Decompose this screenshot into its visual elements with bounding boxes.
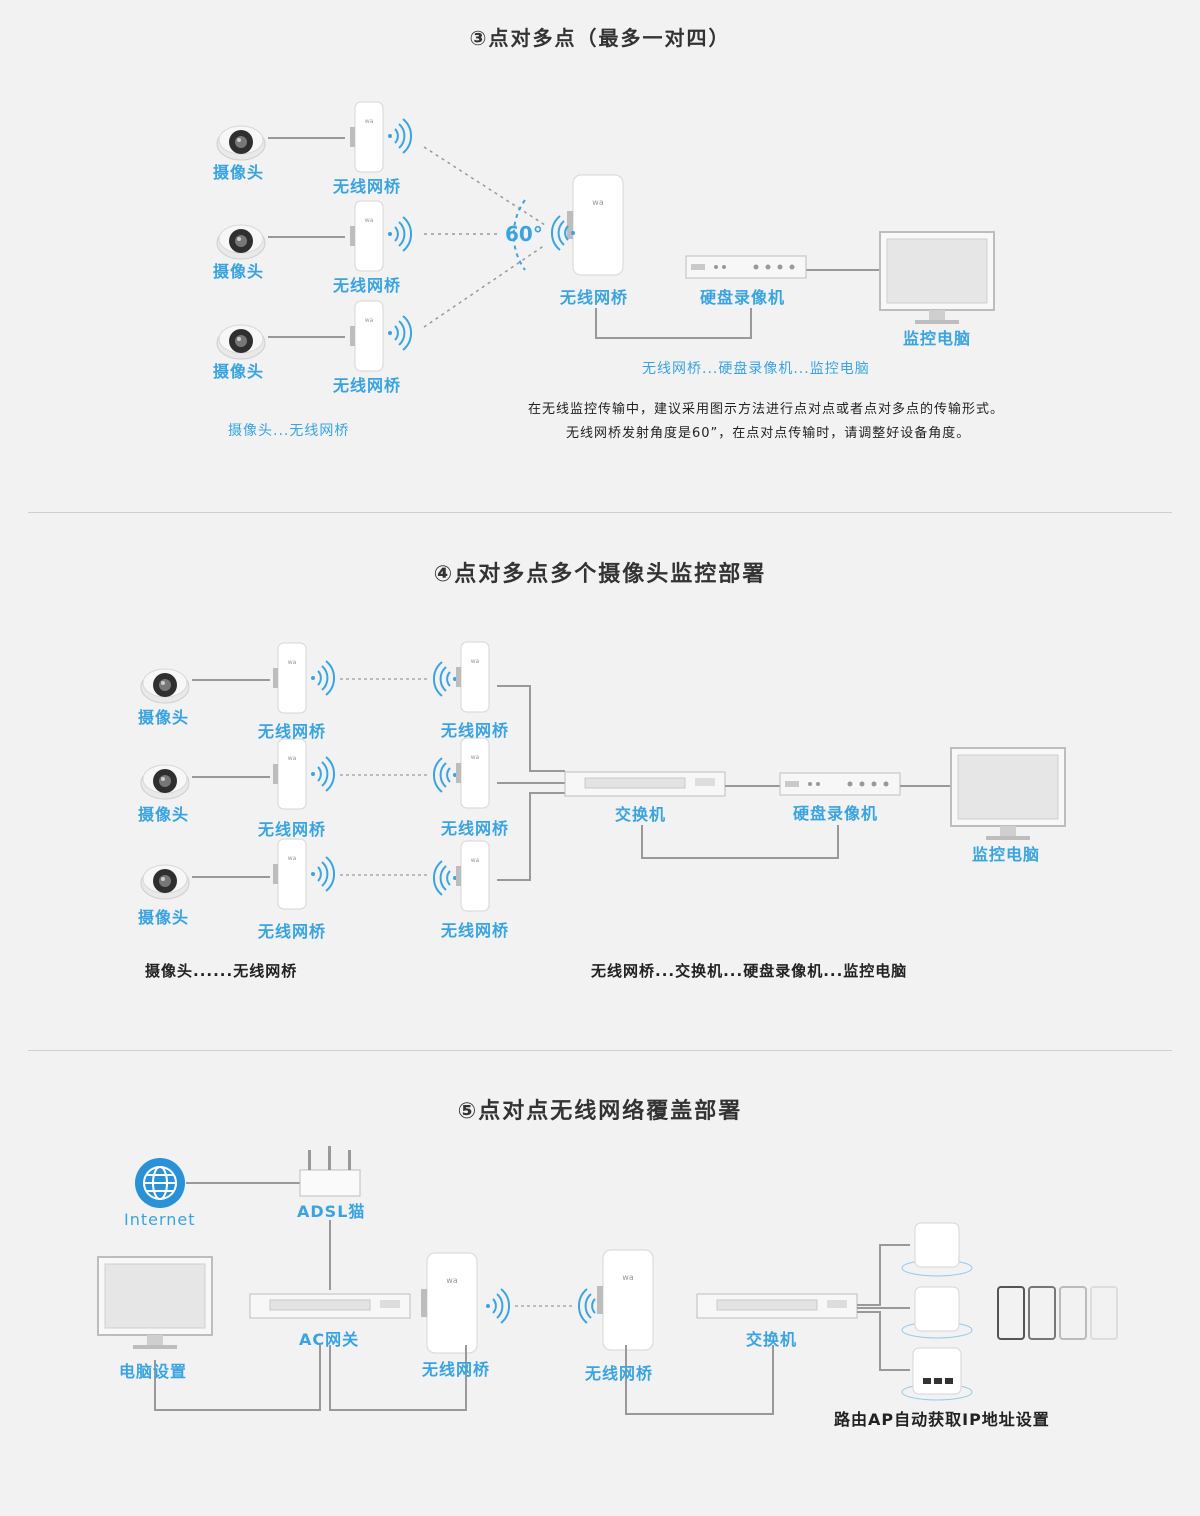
s4-bridge-label-a3: 无线网桥	[258, 922, 327, 941]
divider	[28, 512, 1172, 513]
s4-bridge-a2	[272, 738, 307, 810]
s4-bridge-label-b3: 无线网桥	[441, 921, 510, 940]
s5-bridge-right	[596, 1249, 654, 1351]
s4-bridge-label-a1: 无线网桥	[258, 722, 327, 741]
ap-ceiling-icon	[901, 1222, 973, 1277]
s3-bridge-1	[349, 101, 384, 173]
signal-icon	[485, 1288, 511, 1324]
s4-camera-2	[140, 764, 190, 800]
s3-pc-label: 监控电脑	[903, 329, 972, 348]
s4-switch	[564, 771, 726, 797]
s3-left-caption: 摄像头...无线网桥	[228, 423, 350, 439]
s5-switch-label: 交换机	[746, 1330, 798, 1349]
s4-monitor	[950, 747, 1066, 841]
s4-pc-label: 监控电脑	[972, 845, 1041, 864]
s5-internet-label: Internet	[124, 1210, 196, 1229]
divider	[28, 1050, 1172, 1051]
s3-center-bridge-label: 无线网桥	[560, 288, 629, 307]
s5-bridge-left	[420, 1252, 478, 1354]
s4-left-chain: 摄像头......无线网桥	[145, 962, 298, 980]
ap-wall-icon	[901, 1286, 973, 1339]
s3-camera-3	[216, 324, 266, 360]
signal-icon	[387, 118, 413, 351]
s3-bridge-2	[349, 200, 384, 272]
s4-camera-label-3: 摄像头	[138, 908, 190, 927]
s3-bridge-label-3: 无线网桥	[333, 376, 402, 395]
signal-icon	[310, 660, 336, 892]
s3-bridge-3	[349, 300, 384, 372]
s3-note-line2: 无线网桥发射角度是60”，在点对点传输时，请调整好设备角度。	[566, 426, 971, 441]
phones-icon	[997, 1286, 1118, 1340]
s5-ac-label: AC网关	[299, 1330, 360, 1349]
s3-nvr-label: 硬盘录像机	[700, 288, 786, 307]
s3-camera-2	[216, 224, 266, 260]
s4-switch-label: 交换机	[615, 805, 667, 824]
s4-bridge-label-b2: 无线网桥	[441, 819, 510, 838]
angle-arc	[512, 199, 526, 271]
s3-bridge-label-1: 无线网桥	[333, 177, 402, 196]
s3-camera-label-2: 摄像头	[213, 262, 265, 281]
s5-bridge-right-label: 无线网桥	[585, 1364, 654, 1383]
s3-camera-1	[216, 125, 266, 161]
s5-pc-label: 电脑设置	[119, 1362, 188, 1381]
section5-title: ⑤点对点无线网络覆盖部署	[457, 1099, 743, 1124]
s3-note-line1: 在无线监控传输中，建议采用图示方法进行点对点或者点对多点的传输形式。	[528, 402, 1005, 417]
ap-panel-icon	[901, 1347, 973, 1401]
s3-camera-label-1: 摄像头	[213, 163, 265, 182]
s4-bridge-b2	[455, 737, 490, 809]
s4-bridge-b3	[455, 840, 490, 912]
s4-bridge-label-b1: 无线网桥	[441, 721, 510, 740]
s3-chain-caption: 无线网桥...硬盘录像机...监控电脑	[642, 361, 870, 377]
s5-ac-gateway	[249, 1293, 411, 1319]
s4-camera-3	[140, 864, 190, 900]
s5-switch	[696, 1293, 858, 1319]
angle-label: 60°	[505, 222, 543, 246]
signal-icon	[432, 661, 458, 896]
s3-bridge-label-2: 无线网桥	[333, 276, 402, 295]
s5-monitor	[97, 1256, 213, 1350]
s3-monitor	[879, 231, 995, 325]
s3-nvr	[685, 255, 807, 279]
s5-adsl-label: ADSL猫	[297, 1202, 366, 1221]
s3-camera-label-3: 摄像头	[213, 362, 265, 381]
s5-bridge-left-label: 无线网桥	[422, 1360, 491, 1379]
section3-title: ③点对多点（最多一对四）	[469, 26, 731, 50]
s4-bridge-a3	[272, 838, 307, 910]
s4-nvr-label: 硬盘录像机	[793, 804, 879, 823]
s5-ap-caption: 路由AP自动获取IP地址设置	[834, 1410, 1050, 1429]
s4-right-chain: 无线网桥...交换机...硬盘录像机...监控电脑	[591, 962, 908, 980]
s4-camera-label-1: 摄像头	[138, 708, 190, 727]
s4-bridge-b1	[455, 641, 490, 713]
s3-center-bridge	[566, 174, 624, 276]
s4-bridge-label-a2: 无线网桥	[258, 820, 327, 839]
modem-icon	[299, 1146, 361, 1197]
globe-icon	[135, 1158, 185, 1208]
s4-camera-label-2: 摄像头	[138, 805, 190, 824]
section4-title: ④点对多点多个摄像头监控部署	[433, 562, 767, 587]
s4-camera-1	[140, 668, 190, 704]
s4-nvr	[779, 772, 901, 796]
s4-bridge-a1	[272, 642, 307, 714]
